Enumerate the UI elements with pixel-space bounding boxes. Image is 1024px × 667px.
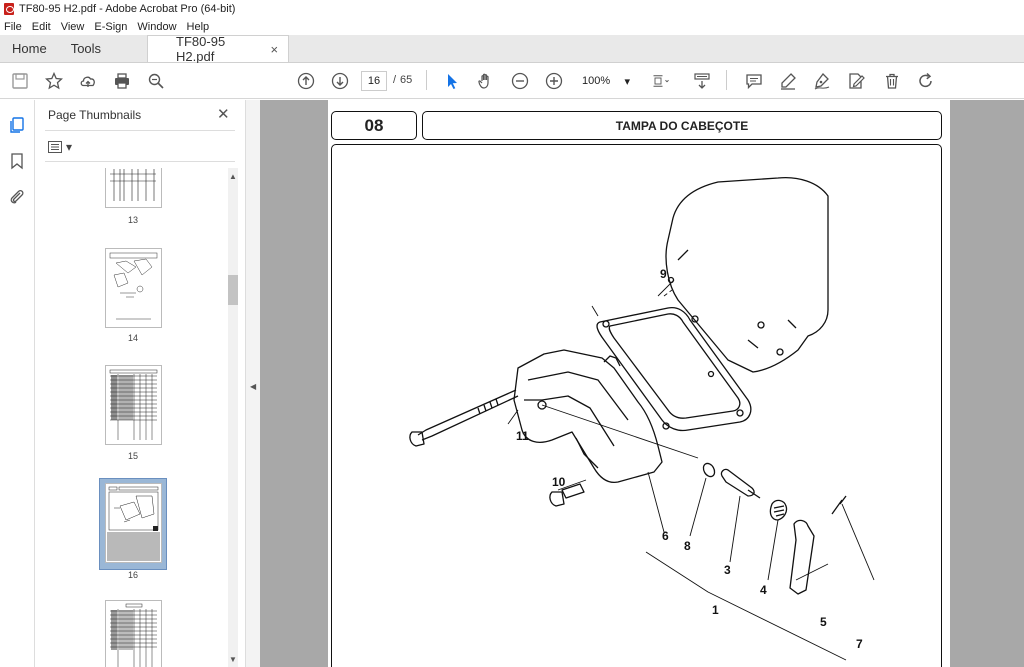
pdf-page: 08 TAMPA DO CABEÇOTE [328, 100, 950, 667]
save-icon[interactable] [10, 71, 30, 91]
next-page-icon[interactable] [330, 71, 350, 91]
delete-trash-icon[interactable] [882, 71, 902, 91]
highlight-pen-icon[interactable] [778, 71, 798, 91]
menu-file[interactable]: File [4, 20, 22, 33]
part-number: 8 [684, 539, 691, 553]
section-title: TAMPA DO CABEÇOTE [422, 111, 942, 140]
select-arrow-icon[interactable] [442, 71, 462, 91]
menu-bar: File Edit View E-Sign Window Help [0, 18, 1024, 35]
page-thumbnails-icon[interactable] [8, 116, 26, 134]
section-number: 08 [331, 111, 417, 140]
thumbnail-label: 16 [127, 570, 138, 580]
toolbar-divider [726, 70, 727, 90]
bolt-11 [417, 389, 517, 436]
fill-sign-icon[interactable] [846, 71, 866, 91]
draw-pen-icon[interactable] [812, 71, 832, 91]
zoom-out-icon[interactable] [510, 71, 530, 91]
rotate-icon[interactable] [916, 71, 936, 91]
page-number-input[interactable]: 16 [361, 71, 387, 91]
part-number: 1 [712, 603, 719, 617]
window-title: TF80-95 H2.pdf - Adobe Acrobat Pro (64-b… [19, 3, 236, 15]
tab-document-label: TF80-95 H2.pdf [176, 34, 226, 64]
part-number: 10 [552, 475, 566, 489]
pdf-icon [4, 3, 14, 15]
panel-splitter[interactable]: ◀ [245, 100, 260, 667]
thumbnail-page-17[interactable] [105, 600, 162, 667]
thumbnail-page-15[interactable] [105, 365, 162, 445]
hand-tool-icon[interactable] [476, 71, 496, 91]
tab-document[interactable]: TF80-95 H2.pdf × [147, 34, 290, 64]
chevron-down-icon: ▾ [66, 140, 73, 154]
diagram-frame [331, 144, 942, 667]
tab-bar: Home Tools TF80-95 H2.pdf × [0, 34, 1024, 64]
gasket-outline [596, 306, 752, 432]
menu-view[interactable]: View [60, 20, 85, 33]
menu-esign[interactable]: E-Sign [94, 20, 128, 33]
panel-close-button[interactable]: ✕ [217, 106, 230, 123]
bookmark-star-icon[interactable] [44, 71, 64, 91]
thumbnail-page-13[interactable] [105, 168, 162, 208]
zoom-select[interactable]: 100% ▾ [578, 71, 634, 91]
zoom-search-icon[interactable] [146, 71, 166, 91]
chevron-down-icon: ▾ [624, 75, 630, 88]
attachments-paperclip-icon[interactable] [8, 188, 26, 206]
valve-cover-outline [513, 349, 663, 484]
thumbnail-label: 13 [127, 215, 138, 225]
document-viewer[interactable]: 08 TAMPA DO CABEÇOTE [260, 100, 1024, 667]
previous-page-icon[interactable] [296, 71, 316, 91]
thumbnail-list: 13 14 15 16 [35, 168, 231, 667]
toolbar-divider [426, 70, 427, 90]
title-bar: TF80-95 H2.pdf - Adobe Acrobat Pro (64-b… [0, 0, 1024, 18]
collapse-panel-icon[interactable]: ◀ [250, 382, 257, 391]
thumbnail-label: 15 [127, 451, 138, 461]
zoom-value: 100% [582, 75, 611, 87]
upload-cloud-icon[interactable] [78, 71, 98, 91]
part-number: 3 [724, 563, 731, 577]
tab-home[interactable]: Home [12, 41, 47, 56]
part-number: 9 [660, 267, 667, 281]
comment-icon[interactable] [744, 71, 764, 91]
part-number: 5 [820, 615, 827, 629]
thumbnail-scrollbar[interactable] [228, 168, 238, 667]
menu-help[interactable]: Help [186, 20, 210, 33]
thumbnail-options-button[interactable]: ▾ [48, 140, 72, 154]
menu-edit[interactable]: Edit [31, 20, 51, 33]
tab-tools[interactable]: Tools [70, 41, 102, 56]
panel-divider [45, 161, 235, 162]
scrolling-mode-icon[interactable] [692, 71, 712, 91]
spring-4 [769, 499, 788, 521]
thumbnail-scrollbar-handle[interactable] [228, 275, 238, 305]
print-icon[interactable] [112, 71, 132, 91]
lever-5 [789, 519, 815, 595]
part-number: 4 [760, 583, 767, 597]
part-number: 11 [516, 429, 529, 443]
page-fit-icon[interactable] [648, 71, 674, 91]
panel-divider [45, 130, 235, 131]
part-number: 7 [856, 637, 863, 651]
bookmarks-icon[interactable] [8, 152, 26, 170]
tab-close-button[interactable]: × [270, 41, 279, 57]
zoom-in-icon[interactable] [544, 71, 564, 91]
exploded-parts-diagram: 9 11 10 6 8 3 1 4 5 7 [409, 176, 875, 661]
part-number: 6 [662, 529, 669, 543]
page-total: 65 [400, 74, 413, 86]
scroll-up-icon[interactable]: ▲ [229, 172, 237, 181]
thumbnail-label: 14 [127, 333, 138, 343]
menu-window[interactable]: Window [137, 20, 177, 33]
scroll-down-icon[interactable]: ▼ [229, 655, 237, 664]
thumbnail-page-14[interactable] [105, 248, 162, 328]
left-rail [0, 100, 35, 667]
bolt-10 [561, 483, 585, 499]
thumbnail-page-16[interactable] [105, 483, 162, 563]
page-separator: / [393, 74, 397, 86]
shaft-3 [720, 468, 755, 497]
thumbnails-panel: Page Thumbnails ✕ ▾ 13 14 15 16 [35, 100, 245, 667]
cylinder-head-outline [665, 176, 829, 373]
options-list-icon [48, 141, 62, 153]
panel-title: Page Thumbnails [48, 108, 142, 122]
